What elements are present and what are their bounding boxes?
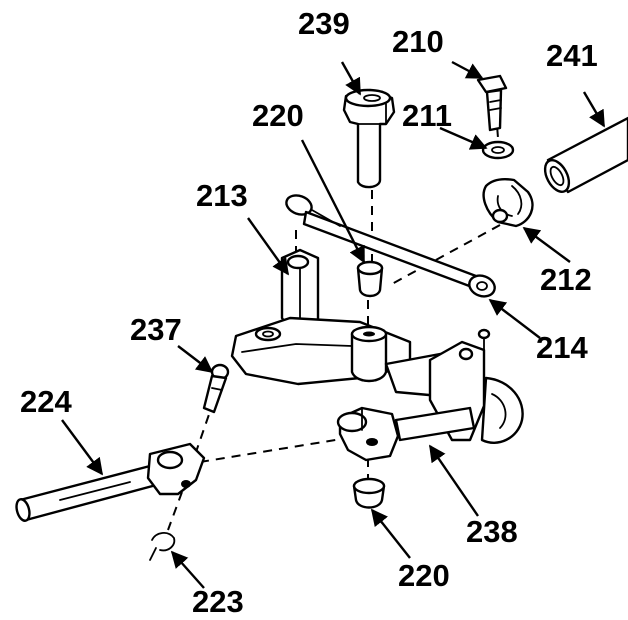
part-241-tube [543, 116, 628, 194]
callout-220-top: 220 [252, 98, 304, 133]
callout-241: 241 [546, 38, 598, 73]
callout-213: 213 [196, 178, 248, 213]
part-220-top-bushing [356, 260, 384, 298]
alignment-lines [167, 111, 501, 531]
callout-211: 211 [402, 98, 452, 133]
callout-224: 224 [20, 384, 72, 419]
callout-239: 239 [298, 6, 350, 41]
callout-210: 210 [392, 24, 444, 59]
callout-214: 214 [536, 330, 588, 365]
part-237-pin [202, 363, 230, 414]
part-211-washer [481, 140, 515, 160]
part-212-bracket [482, 178, 534, 228]
part-223-clip [149, 532, 176, 561]
leader-lines [61, 60, 606, 589]
part-224-shaft [15, 442, 206, 522]
callout-212: 212 [540, 262, 592, 297]
part-210-bolt [476, 74, 508, 132]
callout-labels: 239 210 241 220 211 213 212 214 237 224 … [20, 6, 598, 619]
part-213-bracket-assembly [230, 248, 412, 386]
part-239-pivot-shaft [342, 88, 396, 189]
callout-238: 238 [466, 514, 518, 549]
callout-237: 237 [130, 312, 182, 347]
part-238-link [336, 406, 476, 462]
callout-220-bottom: 220 [398, 558, 450, 593]
callout-223: 223 [192, 584, 244, 619]
part-220-bottom-bushing [352, 477, 386, 509]
